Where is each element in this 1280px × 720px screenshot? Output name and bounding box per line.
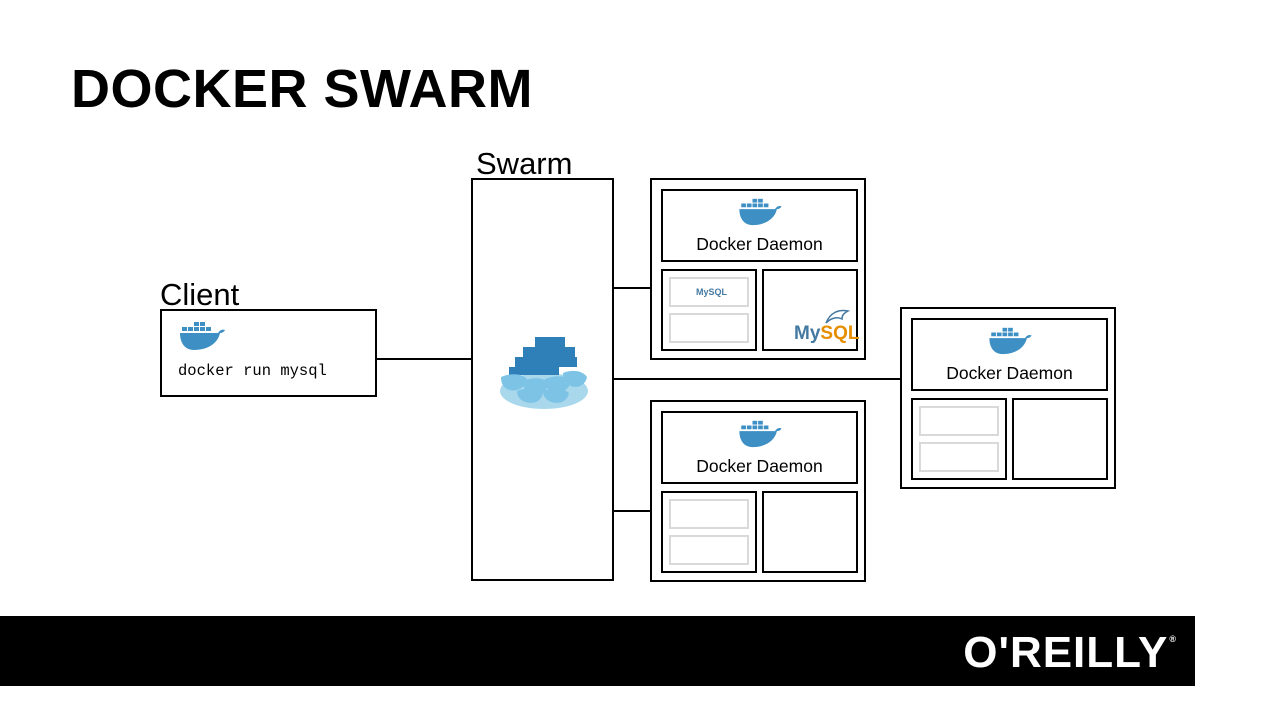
container-slot: [669, 313, 749, 343]
docker-whale-icon: [739, 420, 782, 448]
slide-title: DOCKER SWARM: [71, 59, 533, 119]
node-2-container-left: [661, 491, 757, 573]
node-3: Docker Daemon: [900, 307, 1116, 489]
client-label: Client: [160, 277, 240, 312]
mysql-logo-small: MySQL: [696, 287, 728, 297]
swarm-node1-connector: [614, 287, 652, 289]
node-2-daemon: Docker Daemon: [661, 411, 858, 484]
node-3-container-right: [1012, 398, 1108, 480]
docker-whale-icon: [739, 198, 782, 226]
client-box: docker run mysql: [160, 309, 377, 397]
container-slot: [919, 442, 999, 472]
footer-bar: O'REILLY®: [0, 616, 1195, 686]
node-2-container-right: [762, 491, 858, 573]
client-command: docker run mysql: [178, 362, 327, 380]
swarm-node3-connector: [614, 378, 902, 380]
swarm-node2-connector: [614, 510, 652, 512]
container-slot: MySQL: [669, 277, 749, 307]
container-slot: [919, 406, 999, 436]
node-3-daemon: Docker Daemon: [911, 318, 1108, 391]
node-1: Docker Daemon MySQL MySQL: [650, 178, 866, 360]
oreilly-logo: O'REILLY®: [963, 628, 1177, 677]
docker-whale-icon: [180, 322, 225, 350]
docker-swarm-icon: [500, 337, 588, 409]
node-1-container-right: MySQL: [762, 269, 860, 351]
daemon-label: Docker Daemon: [696, 234, 823, 254]
node-1-daemon: Docker Daemon: [661, 189, 858, 262]
container-slot: [669, 535, 749, 565]
node-2: Docker Daemon: [650, 400, 866, 582]
dolphin-icon: [825, 309, 851, 324]
node-3-container-left: [911, 398, 1007, 480]
mysql-logo: MySQL: [794, 323, 860, 344]
swarm-label: Swarm: [476, 146, 573, 181]
container-slot: [669, 499, 749, 529]
client-swarm-connector: [377, 358, 472, 360]
daemon-label: Docker Daemon: [696, 456, 823, 476]
swarm-box: [471, 178, 614, 581]
node-1-container-left: MySQL: [661, 269, 757, 351]
daemon-label: Docker Daemon: [946, 363, 1073, 383]
docker-whale-icon: [989, 327, 1032, 355]
